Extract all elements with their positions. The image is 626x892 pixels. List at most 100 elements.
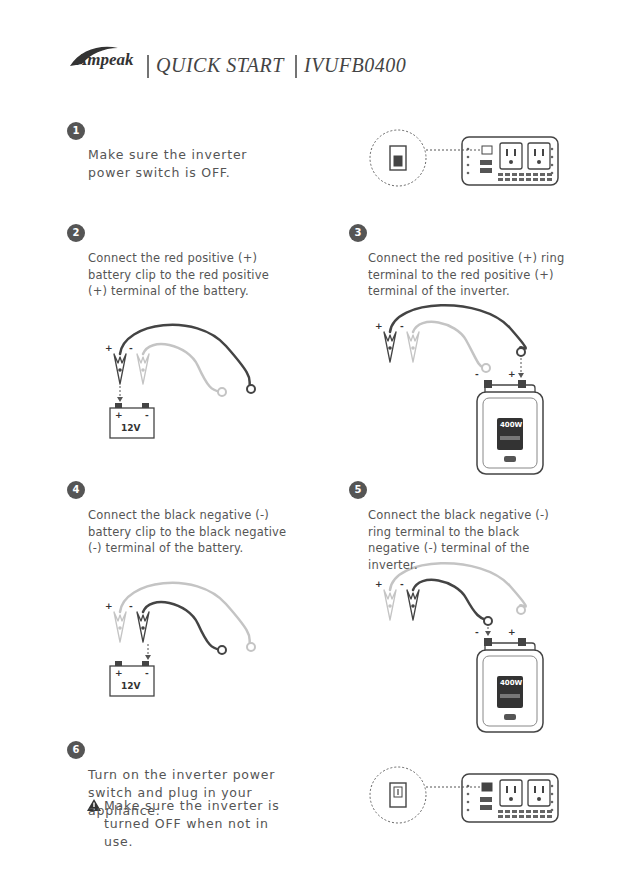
vent (512, 815, 517, 818)
arrow-head (485, 631, 491, 636)
model-number: IVUFB0400 (304, 54, 406, 77)
display-bar (500, 436, 520, 440)
clip-pivot (411, 604, 415, 608)
vent (519, 173, 524, 176)
clip-pivot (411, 346, 415, 350)
ring-terminal (517, 348, 525, 356)
step-number: 3 (349, 224, 367, 242)
ring-terminal (484, 617, 492, 625)
inverter-panel (483, 656, 537, 726)
outlet-slot (542, 786, 544, 793)
step-number: 2 (67, 224, 85, 242)
step-number: 1 (67, 122, 85, 140)
step-number-text: 4 (73, 485, 80, 495)
vent (533, 815, 538, 818)
vent (533, 173, 538, 176)
vent (526, 178, 531, 181)
battery-clip (407, 332, 419, 362)
vent (540, 815, 545, 818)
switch-rocker (394, 156, 402, 166)
inverter-body (477, 392, 543, 474)
outlet-ground (537, 160, 541, 164)
switch-mark (397, 789, 398, 795)
step-text: Make sure the inverter power switch is O… (88, 146, 293, 182)
side-dot (551, 172, 554, 175)
polarity-mark: - (144, 669, 150, 678)
vent (498, 173, 503, 176)
divider (147, 55, 149, 78)
divider (295, 55, 297, 78)
dotted-guide (426, 787, 482, 788)
vent (512, 173, 517, 176)
outlet-slot (534, 149, 536, 156)
vent (540, 810, 545, 813)
vent (540, 178, 545, 181)
power-switch (482, 783, 492, 791)
step-number: 6 (67, 741, 85, 759)
polarity-mark: + (507, 370, 517, 379)
outlet-ground (509, 797, 513, 801)
polarity-mark: - (128, 602, 134, 611)
cable (143, 344, 220, 392)
side-dot (551, 801, 554, 804)
ac-outlet (500, 780, 522, 806)
vent (505, 810, 510, 813)
polarity-mark: - (399, 580, 405, 589)
ac-outlet (528, 780, 550, 806)
polarity-mark: + (114, 411, 124, 420)
side-dot (551, 148, 554, 151)
outlet-ground (509, 160, 513, 164)
battery-clip (114, 354, 126, 384)
side-dot (467, 164, 470, 167)
ring-terminal (482, 364, 490, 372)
battery-clip (114, 612, 126, 642)
battery-clip (407, 590, 419, 620)
ac-outlet (500, 143, 522, 169)
side-dot (467, 156, 470, 159)
power-rating: 400W (500, 422, 522, 429)
zoom-circle (370, 767, 426, 823)
vent (519, 815, 524, 818)
dotted-guide (120, 386, 121, 398)
switch-zoom (390, 783, 406, 807)
polarity-mark: + (374, 322, 384, 331)
step-number-text: 1 (73, 126, 80, 136)
battery-clip (384, 590, 396, 620)
usb-port (504, 456, 516, 462)
vent (540, 173, 545, 176)
polarity-mark: + (507, 628, 517, 637)
warning-text: Make sure the inverter is turned OFF whe… (104, 797, 294, 851)
step-number: 5 (349, 481, 367, 499)
polarity-mark: - (474, 628, 480, 637)
side-dot (551, 793, 554, 796)
cable (120, 325, 250, 386)
vent (512, 810, 517, 813)
inverter-front (462, 137, 558, 185)
switch-zoom (390, 146, 406, 170)
ac-outlet (528, 143, 550, 169)
brand-logo: Ampeak (76, 50, 134, 70)
vent (526, 173, 531, 176)
zoom-circle (370, 130, 426, 186)
positive-post (518, 638, 526, 646)
polarity-mark: + (104, 344, 114, 353)
cable (413, 580, 486, 620)
vent (519, 178, 524, 181)
battery-terminal (115, 661, 122, 666)
step-number-text: 5 (355, 485, 362, 495)
polarity-mark: - (128, 344, 134, 353)
polarity-mark: + (114, 669, 124, 678)
battery-terminal (142, 403, 149, 408)
vent (526, 810, 531, 813)
step-number: 4 (67, 481, 85, 499)
polarity-mark: - (399, 322, 405, 331)
usb-port (480, 160, 492, 165)
vent (498, 178, 503, 181)
outlet-slot (542, 149, 544, 156)
battery-terminal (115, 403, 122, 408)
outlet-slot (506, 149, 508, 156)
arrow-head (145, 655, 151, 660)
negative-post (484, 380, 492, 388)
